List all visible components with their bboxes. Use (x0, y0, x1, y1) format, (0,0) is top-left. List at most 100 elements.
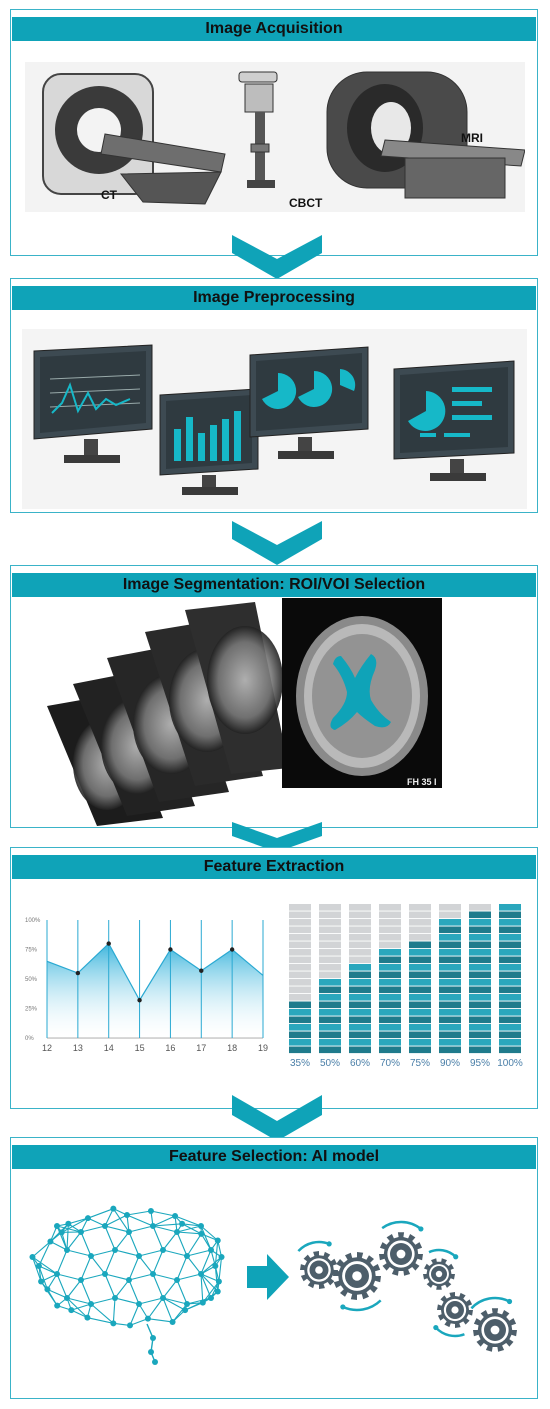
bar-segment (469, 1024, 491, 1031)
bar-segment (379, 1024, 401, 1031)
network-edge (114, 1279, 130, 1299)
bar-segment (499, 971, 521, 979)
network-node (126, 1277, 132, 1283)
bar-segment (289, 949, 311, 956)
bar-segment (379, 1001, 401, 1009)
x-tick-label: 17 (196, 1043, 206, 1053)
network-node (29, 1253, 36, 1260)
step-image-preprocessing: Image Preprocessing (10, 278, 538, 513)
bar-segment (379, 986, 401, 994)
bar-segment (289, 964, 311, 971)
gears-model-icon (297, 1220, 517, 1352)
x-tick-label: 95% (470, 1058, 490, 1069)
bar-segment (439, 1016, 461, 1024)
bar-segment (439, 949, 461, 956)
bar-segment (349, 919, 371, 926)
network-edge (218, 1256, 223, 1282)
network-node (147, 1208, 154, 1215)
network-node (184, 1253, 190, 1259)
bar-segment (499, 1046, 521, 1054)
data-point (168, 947, 173, 952)
bar-segment (289, 986, 311, 994)
step-title: Image Segmentation: ROI/VOI Selection (12, 573, 536, 597)
x-tick-label: 14 (104, 1043, 114, 1053)
network-node (64, 1247, 70, 1253)
network-edge (200, 1249, 212, 1275)
gear-icon (300, 1251, 338, 1289)
network-node (150, 1223, 156, 1229)
bar-segment (349, 1046, 371, 1054)
bar-segment (379, 971, 401, 979)
network-node (150, 1271, 156, 1277)
rotation-arrow-icon (428, 1248, 457, 1258)
bar-segment (319, 971, 341, 979)
bar-segment (469, 1031, 491, 1039)
bar-segment (409, 904, 431, 911)
network-edge (200, 1273, 204, 1303)
network-node (35, 1263, 42, 1269)
network-edge (56, 1225, 68, 1251)
network-node (54, 1223, 60, 1229)
network-node (179, 1220, 186, 1227)
network-node (54, 1302, 61, 1309)
network-edge (129, 1303, 140, 1326)
network-edge (162, 1297, 188, 1305)
bar-segment (439, 911, 461, 919)
bar-segment (409, 1009, 431, 1016)
roi-segmentation-mask (330, 654, 391, 730)
bar-segment (499, 964, 521, 971)
series-area (47, 943, 263, 1038)
network-edge (176, 1231, 188, 1257)
bar-segment (379, 1031, 401, 1039)
bar-segment (409, 934, 431, 941)
network-edge (80, 1231, 92, 1257)
network-node (124, 1212, 130, 1218)
step-title: Image Acquisition (12, 17, 536, 41)
bar-segment (289, 956, 311, 964)
network-node (58, 1229, 65, 1236)
bar-segment (469, 1016, 491, 1024)
network-edge (186, 1233, 202, 1257)
network-edge (87, 1217, 106, 1227)
gear-icon (437, 1292, 473, 1328)
bar-segment (409, 1046, 431, 1054)
bar-segment (289, 1009, 311, 1016)
bar-segment (379, 956, 401, 964)
network-edge (61, 1217, 89, 1233)
bar-segment (379, 1009, 401, 1016)
bar-segment (349, 1001, 371, 1009)
x-tick-label: 60% (350, 1058, 370, 1069)
bar-segment (469, 1039, 491, 1046)
rotation-arrow-icon (342, 1299, 382, 1312)
network-edge (38, 1265, 48, 1290)
bar-segment (439, 964, 461, 971)
network-node (88, 1301, 94, 1307)
rotation-arrow-icon (434, 1326, 465, 1338)
network-edge (128, 1255, 140, 1281)
bar-segment (289, 1016, 311, 1024)
network-edge (186, 1249, 212, 1257)
series-line (46, 942, 264, 1002)
bar-segment (319, 941, 341, 949)
network-edge (47, 1288, 68, 1299)
bar-segment (409, 1031, 431, 1039)
network-node (102, 1223, 108, 1229)
network-edge (162, 1231, 178, 1251)
bar-segment (499, 1031, 521, 1039)
bar-segment (469, 956, 491, 964)
data-point (229, 947, 235, 952)
bar-segment (379, 904, 401, 911)
bar-segment (349, 911, 371, 919)
network-edge (126, 1210, 152, 1216)
network-node (148, 1349, 154, 1355)
network-node (174, 1277, 180, 1283)
network-edge (114, 1249, 140, 1257)
network-edge (214, 1265, 219, 1292)
bar-segment (439, 1046, 461, 1054)
network-edge (152, 1215, 176, 1227)
bar-segment (499, 911, 521, 919)
bar-segment (349, 1039, 371, 1046)
bar-segment (349, 934, 371, 941)
bar-segment (319, 926, 341, 934)
network-node (199, 1299, 206, 1306)
